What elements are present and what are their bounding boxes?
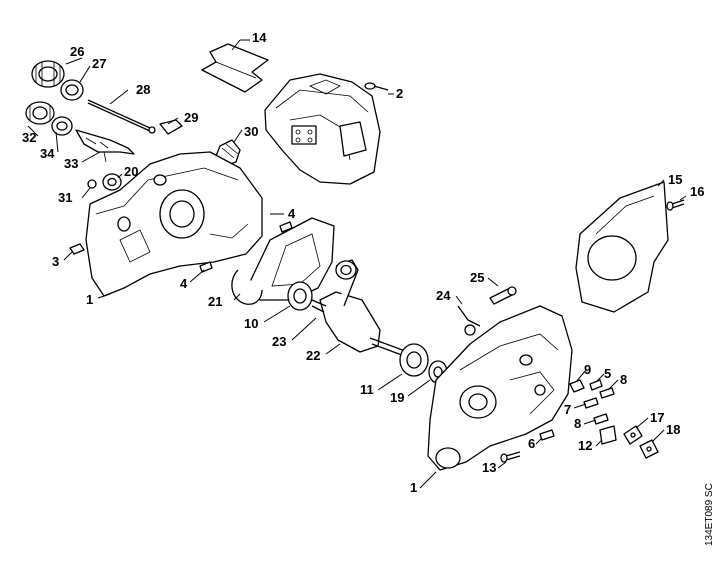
part-1-crankcase-left bbox=[85, 151, 263, 297]
part-12-bolt bbox=[599, 425, 617, 445]
callout-25: 25 bbox=[470, 270, 484, 285]
callout-12: 12 bbox=[578, 438, 592, 453]
part-26-nut bbox=[31, 60, 65, 88]
callout-18: 18 bbox=[666, 422, 680, 437]
callout-16: 16 bbox=[690, 184, 704, 199]
callout-10: 10 bbox=[244, 316, 258, 331]
part-15-cover bbox=[575, 181, 669, 313]
callout-1a: 1 bbox=[86, 292, 93, 307]
part-25-bolt bbox=[489, 286, 517, 305]
callout-4b: 4 bbox=[180, 276, 188, 291]
part-29-hose bbox=[159, 119, 183, 135]
callout-21: 21 bbox=[208, 294, 222, 309]
callout-30: 30 bbox=[244, 124, 258, 139]
part-8-stud-b bbox=[593, 413, 609, 425]
part-3-plug bbox=[69, 243, 85, 255]
part-21-circlip bbox=[231, 269, 263, 305]
part-4-pin-b bbox=[199, 261, 213, 273]
part-28-rod bbox=[87, 99, 156, 134]
callout-7: 7 bbox=[564, 402, 571, 417]
callout-14: 14 bbox=[252, 30, 267, 45]
callout-13: 13 bbox=[482, 460, 496, 475]
callout-15: 15 bbox=[668, 172, 682, 187]
callout-4a: 4 bbox=[288, 206, 296, 221]
callout-26: 26 bbox=[70, 44, 84, 59]
part-31-nut bbox=[87, 179, 97, 189]
callout-27: 27 bbox=[92, 56, 106, 71]
figure-code: 134ET089 SC bbox=[704, 483, 715, 546]
callout-20: 20 bbox=[124, 164, 138, 179]
callout-34: 34 bbox=[40, 146, 55, 161]
callout-9: 9 bbox=[584, 362, 591, 377]
callout-8b: 8 bbox=[574, 416, 581, 431]
callout-28: 28 bbox=[136, 82, 150, 97]
callout-31: 31 bbox=[58, 190, 72, 205]
part-17-washer bbox=[623, 425, 643, 445]
callout-6: 6 bbox=[528, 436, 535, 451]
part-1-crankcase-right bbox=[427, 305, 573, 471]
part-9-bushing bbox=[569, 379, 585, 393]
part-20-seal bbox=[102, 173, 122, 191]
part-34-washer bbox=[51, 116, 73, 136]
part-11-bearing bbox=[399, 343, 429, 377]
callout-23: 23 bbox=[272, 334, 286, 349]
part-10-bearing bbox=[287, 281, 313, 311]
callout-32: 32 bbox=[22, 130, 36, 145]
part-22-crankshaft bbox=[311, 259, 411, 359]
callout-24: 24 bbox=[436, 288, 451, 303]
part-18-clip bbox=[639, 439, 659, 459]
part-27-washer bbox=[60, 79, 84, 101]
callout-5: 5 bbox=[604, 366, 611, 381]
callout-19: 19 bbox=[390, 390, 404, 405]
callout-11: 11 bbox=[360, 382, 374, 397]
part-14-plate bbox=[201, 43, 269, 93]
callout-33: 33 bbox=[64, 156, 78, 171]
callout-8a: 8 bbox=[620, 372, 627, 387]
part-8-stud-a bbox=[599, 387, 615, 399]
part-7-stud bbox=[583, 397, 599, 409]
leader-lines bbox=[27, 39, 687, 489]
callout-3: 3 bbox=[52, 254, 59, 269]
part-cylinder bbox=[264, 73, 381, 185]
part-13-screw bbox=[500, 451, 521, 463]
callout-2: 2 bbox=[396, 86, 403, 101]
part-33-clip bbox=[75, 129, 135, 163]
part-32-nut bbox=[25, 101, 55, 125]
callout-17: 17 bbox=[650, 410, 664, 425]
part-2-screw bbox=[364, 82, 389, 91]
callout-1b: 1 bbox=[410, 480, 417, 495]
part-24-lever bbox=[457, 305, 481, 336]
callout-22: 22 bbox=[306, 348, 320, 363]
part-16-screw bbox=[666, 199, 685, 211]
callout-29: 29 bbox=[184, 110, 198, 125]
